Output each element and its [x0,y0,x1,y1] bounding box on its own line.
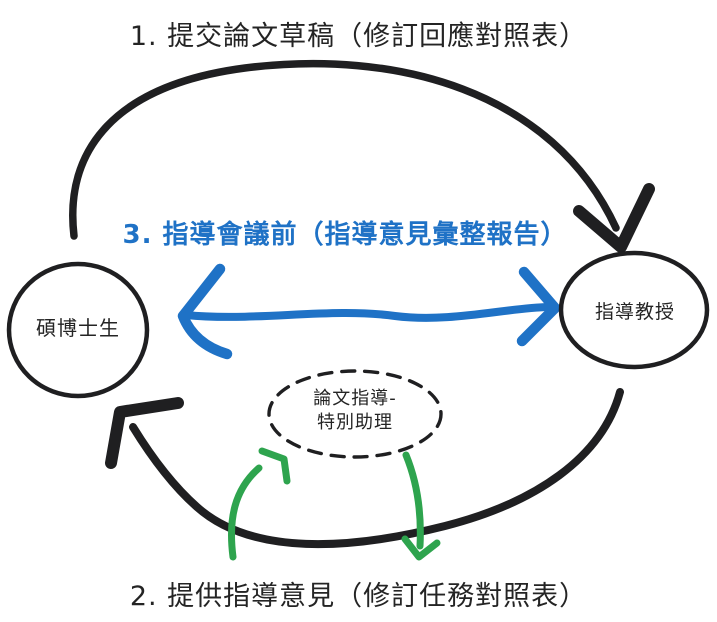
assistant-out-arrowhead-icon [401,535,441,561]
assistant-node-label-line2: 特別助理 [317,412,393,433]
student-node-label: 碩博士生 [36,316,120,340]
assistant-dashed-ellipse [267,369,443,459]
advisor-node-label: 指導教授 [594,301,675,323]
step2-label: 2. 提供指導意見（修訂任務對照表） [129,581,588,612]
arrow-step2-shaft [129,388,624,549]
arrow-step1-arrowhead-icon [573,183,655,253]
arrow-step3-right-arrowhead-icon [516,266,561,347]
advisor-circle [558,250,710,370]
arrow-step2-arrowhead-icon [105,397,184,469]
arrow-step3-left-arrowhead-icon [177,263,233,360]
assistant-node-label-line1: 論文指導- [313,388,397,409]
step3-label: 3. 指導會議前（指導意見彙整報告） [122,220,568,250]
assistant-node-label: 論文指導- 特別助理 [270,387,440,435]
assistant-out-arrow-shaft [402,451,424,550]
assistant-in-arrow-shaft [227,464,263,561]
assistant-in-arrowhead-icon [258,447,291,485]
student-circle [6,261,150,399]
step1-label: 1. 提交論文草稿（修訂回應對照表） [129,21,588,52]
arrow-step3-shaft [182,303,552,322]
arrow-step1-shaft [69,59,620,240]
